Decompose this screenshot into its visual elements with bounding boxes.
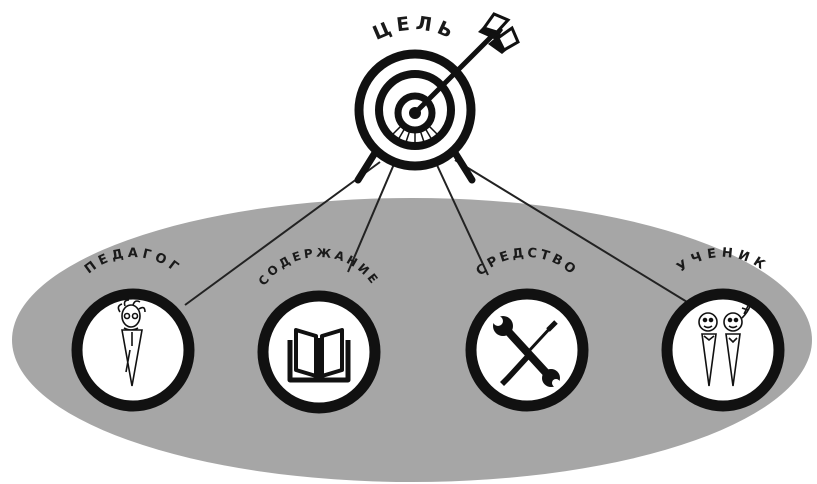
node-student-ring	[667, 294, 779, 406]
goal-label: ЦЕЛЬ	[370, 12, 461, 45]
